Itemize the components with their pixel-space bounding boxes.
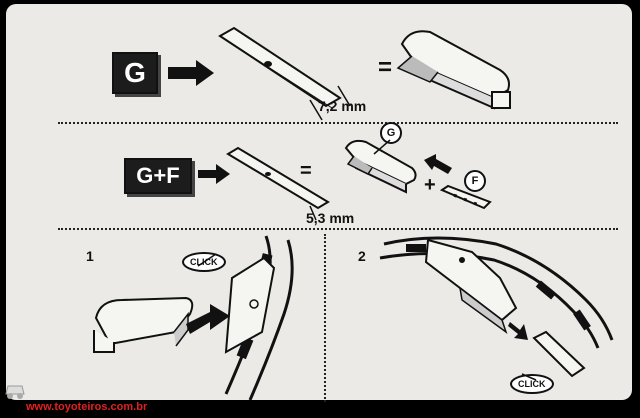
equals-middle: = [300, 160, 312, 182]
label-gf: G+F [124, 158, 192, 194]
click-label-2: CLICK [510, 374, 554, 394]
label-gf-text: G+F [136, 163, 180, 188]
step-2-illustration [379, 236, 614, 381]
callout-f: F [464, 170, 486, 192]
step-2-number: 2 [358, 248, 366, 264]
wiper-connector-top [396, 30, 511, 110]
adapter-clip-f [439, 184, 492, 210]
label-g-text: G [124, 57, 146, 88]
footer-url[interactable]: www.toyoteiros.com.br [26, 401, 148, 413]
divider-vertical [324, 234, 326, 402]
wiper-connector-middle [344, 139, 417, 194]
arrow-right-icon [198, 164, 230, 184]
plus-sign: + [424, 174, 436, 196]
arrow-right-icon [168, 60, 214, 86]
step-1-illustration [93, 235, 294, 401]
arrow-left-icon [424, 154, 452, 174]
instruction-sheet: G 7,2 mm = G+F [6, 4, 632, 402]
adapter-strip-top [218, 26, 351, 121]
dimension-top: 7,2 mm [318, 98, 367, 114]
label-g: G [112, 52, 158, 94]
dimension-middle: 5,3 mm [306, 210, 355, 226]
adapter-strip-middle [226, 146, 330, 221]
leader-g [373, 139, 391, 155]
equals-top: = [378, 54, 393, 81]
divider-middle [58, 228, 618, 230]
callout-g: G [380, 122, 402, 144]
divider-top [58, 122, 618, 124]
jeep-logo-icon [5, 385, 25, 399]
step-1-number: 1 [86, 248, 94, 264]
